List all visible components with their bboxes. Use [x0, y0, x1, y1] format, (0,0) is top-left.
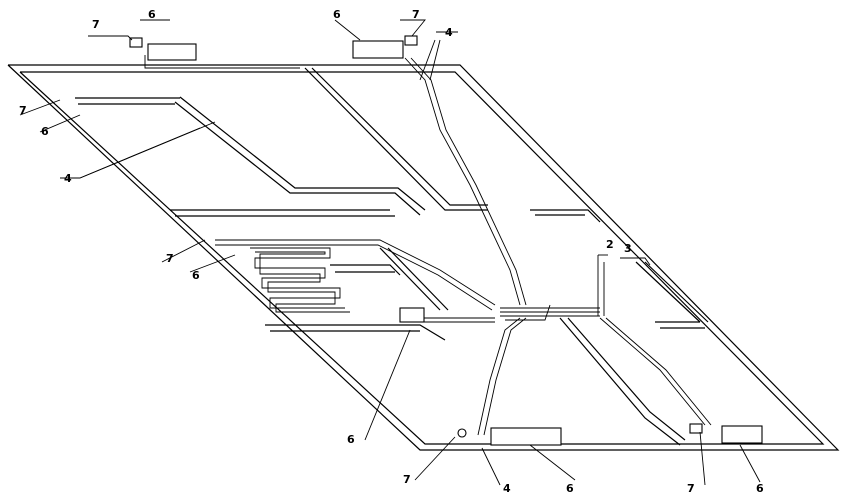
label-7: 7 — [687, 482, 695, 495]
label-4: 4 — [64, 172, 72, 185]
label-4: 4 — [503, 482, 511, 495]
leader-lines — [19, 19, 761, 486]
device-box — [689, 423, 703, 434]
pipe-bundles — [79, 39, 712, 436]
label-7: 7 — [403, 473, 411, 486]
device-box — [404, 35, 418, 46]
label-4: 4 — [445, 26, 453, 39]
unit-box — [399, 307, 425, 323]
units — [147, 40, 763, 446]
unit-box — [490, 427, 562, 446]
label-7: 7 — [19, 104, 27, 117]
device-circle — [457, 428, 467, 438]
label-6: 6 — [566, 482, 574, 495]
label-7: 7 — [166, 252, 174, 265]
label-3: 3 — [624, 242, 632, 255]
devices — [129, 35, 703, 438]
device-box — [129, 37, 143, 48]
label-6: 6 — [41, 125, 49, 138]
label-6: 6 — [333, 8, 341, 21]
unit-box — [147, 43, 197, 61]
label-6: 6 — [148, 8, 156, 21]
label-7: 7 — [412, 8, 420, 21]
labels: 7 6 6 7 4 7 6 4 7 6 2 3 6 7 4 6 7 6 — [19, 8, 764, 495]
interior-walls — [75, 67, 709, 446]
floor-outline — [7, 64, 840, 451]
label-7: 7 — [92, 18, 100, 31]
label-6: 6 — [347, 433, 355, 446]
unit-box — [352, 40, 404, 59]
label-6: 6 — [756, 482, 764, 495]
unit-box — [721, 425, 763, 444]
label-2: 2 — [606, 238, 614, 251]
label-6: 6 — [192, 269, 200, 282]
